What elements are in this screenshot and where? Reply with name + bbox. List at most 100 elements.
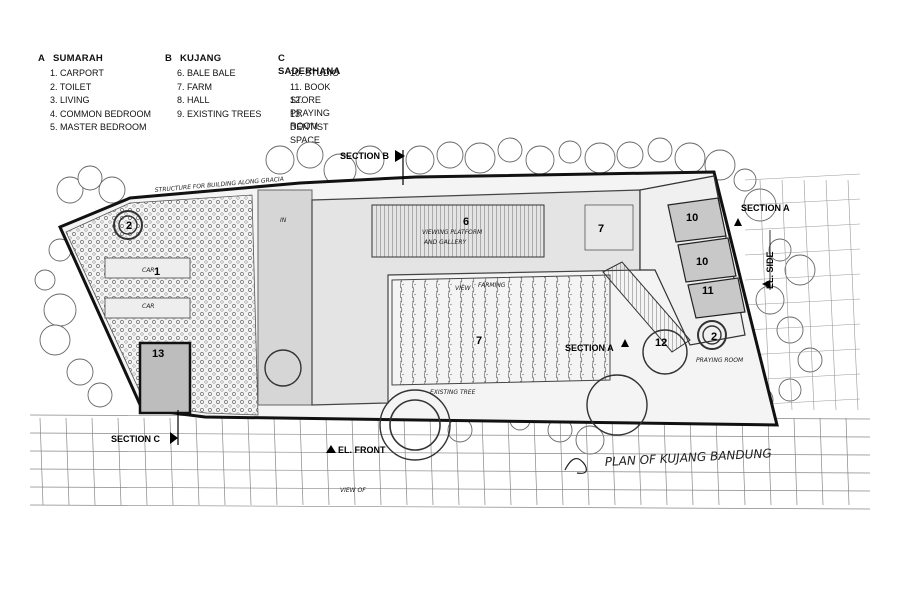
paving-line: [247, 417, 252, 506]
room-number-12: 12: [655, 337, 667, 349]
paving-line: [744, 348, 861, 356]
bush-shape: [56, 176, 84, 204]
paving-line: [845, 417, 850, 506]
legend-group-key: B: [165, 53, 173, 64]
paving-line: [825, 179, 837, 411]
bush-shape: [674, 142, 706, 174]
bush-shape: [755, 285, 785, 315]
legend-group-c: CSADERHANA 10. STUDIO 11. BOOK STORE 12.…: [278, 52, 341, 145]
paving-line: [715, 417, 720, 506]
legend-item: 3. LIVING: [50, 95, 90, 105]
paving-line: [744, 223, 861, 231]
room-number-11: 11: [702, 285, 714, 297]
bush-shape: [464, 142, 496, 174]
existing-trees: [113, 210, 727, 461]
legend-group-title: SADERHANA: [278, 66, 341, 77]
room-number-10b: 10: [696, 256, 708, 268]
paving-line: [169, 417, 174, 506]
paving-line: [91, 417, 96, 506]
bush-shape: [558, 140, 582, 164]
annotation-view-of: VIEW OF: [340, 487, 366, 494]
room-number-2-right: 2: [711, 331, 717, 343]
paving-line: [663, 417, 668, 506]
paving-line: [533, 417, 538, 506]
room-number-7-farm: 7: [476, 335, 482, 347]
bush-shape: [776, 316, 804, 344]
bush-shape: [66, 358, 94, 386]
paving-line: [29, 504, 871, 510]
bush-shape: [647, 137, 673, 163]
paving-line: [744, 323, 861, 331]
paving-line: [377, 417, 382, 506]
paving-line: [455, 417, 460, 506]
el-side-marker: EL. SIDE: [762, 230, 775, 290]
legend-item: 13. DENTIST SPACE: [290, 108, 329, 145]
bush-shape: [797, 347, 823, 373]
el-front-marker: EL. FRONT: [326, 445, 386, 455]
paving-line: [299, 417, 304, 506]
room-number-6: 6: [463, 216, 469, 228]
bush-shape: [436, 141, 464, 169]
bush-shape: [405, 145, 435, 175]
bush-shape: [784, 254, 816, 286]
room-number-2: 2: [126, 220, 132, 232]
bush-shape: [98, 176, 126, 204]
paving-line: [65, 417, 70, 506]
paving-line: [793, 417, 798, 506]
annotation-existing-tree: EXISTING TREE: [430, 389, 476, 396]
paving-line: [195, 417, 200, 506]
paving-line: [744, 298, 861, 306]
paving-line: [847, 179, 859, 411]
dentist-space-room: [138, 341, 192, 415]
el-front-label: EL. FRONT: [338, 445, 386, 455]
plan-title: PLAN OF KUJANG BANDUNG: [604, 446, 772, 469]
farm-area: [391, 274, 611, 386]
diagonal-ramp: [602, 261, 691, 353]
bush-shape: [77, 165, 103, 191]
legend-item: 5. MASTER BEDROOM: [50, 122, 147, 132]
paving-line: [819, 417, 824, 506]
bush-shape: [265, 145, 295, 175]
paving-line: [744, 248, 861, 256]
bush-shape: [87, 382, 113, 408]
paving-line: [39, 417, 44, 506]
paving-line: [273, 417, 278, 506]
bale-bale-deck: [371, 204, 545, 258]
bale-unit: [584, 204, 634, 251]
studio-rooms: [667, 197, 746, 319]
paving-line: [29, 450, 871, 456]
legend-item: 4. COMMON BEDROOM: [50, 108, 152, 119]
paving-line: [29, 468, 871, 474]
paving-line: [507, 417, 512, 506]
paving-line: [481, 417, 486, 506]
room-number-10: 10: [686, 212, 698, 224]
annotation-viewing-platform: VIEWING PLATFORM: [422, 229, 483, 236]
annotation-car: CAR: [142, 303, 154, 310]
paving-line: [611, 417, 616, 506]
bush-shape: [34, 269, 56, 291]
room-number-13: 13: [152, 348, 164, 360]
carport: [104, 257, 191, 319]
section-b-label: SECTION B: [340, 151, 390, 161]
tree-canopy: [34, 137, 823, 455]
legend-group-title: SUMARAH: [53, 53, 103, 64]
section-c-marker: SECTION C: [111, 410, 179, 445]
bush-shape: [584, 142, 616, 174]
annotation-view: VIEW: [455, 285, 472, 292]
section-a-label: SECTION A: [565, 343, 614, 353]
paving-line: [29, 486, 871, 492]
paving-line: [767, 417, 772, 506]
bush-shape: [743, 188, 777, 222]
bush-shape: [616, 141, 644, 169]
annotation-farming: FARMING: [478, 282, 506, 289]
annotation-car: CAR: [142, 267, 154, 274]
section-a-marker-mid: SECTION A: [565, 339, 629, 353]
paving-line: [781, 179, 793, 411]
paving-line: [741, 417, 746, 506]
legend-item: 2. TOILET: [50, 81, 92, 92]
room-number-7: 7: [598, 223, 604, 235]
